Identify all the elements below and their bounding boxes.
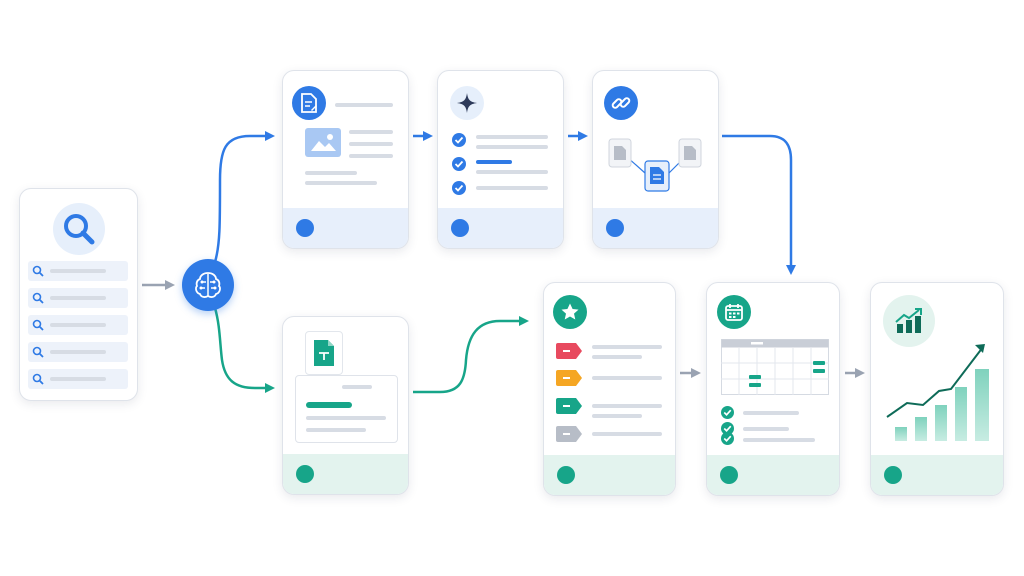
ai-brain-icon[interactable] [182,259,234,311]
placeholder-line [335,103,393,107]
sparkle-icon [450,86,484,120]
document-card[interactable] [282,70,409,249]
priority-tag-orange [556,370,582,386]
placeholder-line [476,145,548,149]
placeholder-line [349,142,393,146]
sheet-card[interactable] [282,316,409,495]
arrow-brain-to-sheet [213,307,275,393]
card-footer [707,455,839,495]
priority-tag-teal [556,398,582,414]
placeholder-line [342,385,372,389]
check-circle-icon [452,157,466,171]
priority-card[interactable] [543,282,676,496]
placeholder-line [306,416,386,420]
priority-tag-gray [556,426,582,442]
magnifier-icon [53,203,105,255]
status-dot [606,219,624,237]
placeholder-line [50,350,106,354]
small-search-icon [32,292,44,304]
arrow-link-to-calendar [722,134,796,275]
highlight-line [306,402,352,408]
search-result-row[interactable] [28,342,128,362]
star-icon [553,295,587,329]
growth-bar-chart [886,344,989,441]
placeholder-line [743,438,815,442]
placeholder-line [592,404,662,408]
document-edit-icon [292,86,326,120]
small-search-icon [32,319,44,331]
status-dot [296,465,314,483]
check-circle-icon [452,133,466,147]
search-result-row[interactable] [28,288,128,308]
status-dot [720,466,738,484]
placeholder-line [305,181,377,185]
placeholder-line [305,171,357,175]
small-search-icon [32,373,44,385]
search-result-row[interactable] [28,315,128,335]
placeholder-line [476,186,548,190]
check-circle-icon [721,422,734,435]
placeholder-line [349,130,393,134]
status-dot [884,466,902,484]
card-footer [871,455,1003,495]
placeholder-line [743,427,789,431]
link-icon [604,86,638,120]
status-dot [557,466,575,484]
card-footer [438,208,563,248]
placeholder-line [592,414,642,418]
arrow-sheet-to-priority [413,316,529,394]
placeholder-line [50,269,106,273]
status-dot [451,219,469,237]
calendar-card[interactable] [706,282,840,496]
placeholder-line [476,170,548,174]
check-circle-icon [721,432,734,445]
placeholder-line [592,376,662,380]
bar-chart-growth-icon [883,295,935,347]
placeholder-line [50,377,106,381]
highlight-line [476,160,512,164]
calendar-grid [721,339,829,395]
image-icon [305,128,341,157]
placeholder-line [349,154,393,158]
placeholder-line [592,355,642,359]
small-search-icon [32,346,44,358]
checklist-card[interactable] [437,70,564,249]
card-footer [283,454,408,494]
priority-tag-red [556,343,582,359]
calendar-icon [717,295,751,329]
placeholder-line [306,428,366,432]
placeholder-line [592,345,662,349]
placeholder-line [50,296,106,300]
placeholder-line [50,323,106,327]
card-footer [544,455,675,495]
status-dot [296,219,314,237]
search-result-row[interactable] [28,369,128,389]
placeholder-line [743,411,799,415]
arrow-brain-to-document [213,131,275,263]
check-circle-icon [452,181,466,195]
growth-card[interactable] [870,282,1004,496]
link-card[interactable] [592,70,719,249]
search-card[interactable] [19,188,138,401]
placeholder-line [592,432,662,436]
search-result-row[interactable] [28,261,128,281]
small-search-icon [32,265,44,277]
card-footer [283,208,408,248]
sheet-panel [295,375,398,443]
check-circle-icon [721,406,734,419]
linked-documents-diagram [608,138,702,192]
card-footer [593,208,718,248]
placeholder-line [476,135,548,139]
spreadsheet-icon [305,331,343,375]
